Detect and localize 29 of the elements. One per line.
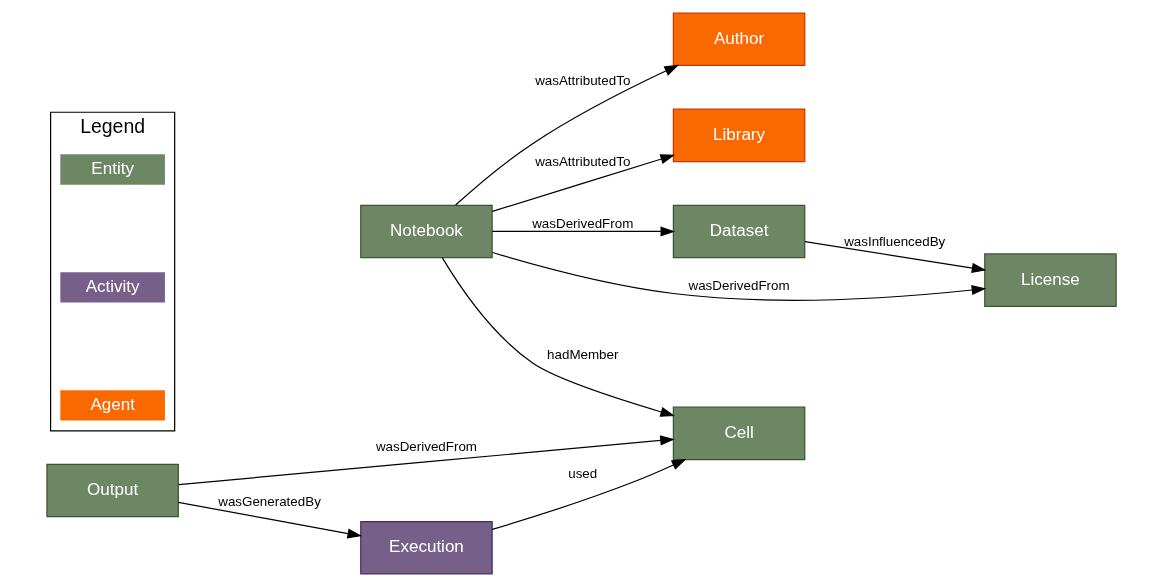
edge-label: used	[567, 466, 597, 482]
arrow	[454, 64, 679, 206]
arrow	[177, 435, 675, 486]
arrow	[491, 458, 686, 530]
legend-label: Agent	[89, 394, 135, 414]
edge-label: wasAttributedTo	[534, 73, 630, 89]
node-box: Cell	[672, 406, 805, 461]
edge-label: hadMember	[546, 346, 618, 362]
edge-label: wasGeneratedBy	[217, 494, 321, 510]
arrow	[491, 251, 986, 301]
arrow	[491, 154, 675, 213]
edge-label: wasDerivedFrom	[688, 277, 790, 293]
legend-label: Entity	[90, 158, 134, 178]
edge-label: wasAttributedTo	[534, 153, 630, 169]
legend-label: Activity	[85, 276, 140, 296]
edge-label: wasDerivedFrom	[531, 215, 633, 231]
edge-label: wasInfluencedBy	[843, 233, 945, 249]
arrow	[491, 226, 675, 237]
arrow	[177, 501, 362, 539]
node-box: Notebook	[359, 204, 493, 259]
node-box: Execution	[359, 520, 493, 575]
edge-label: wasDerivedFrom	[375, 439, 477, 455]
node-box: Dataset	[672, 204, 805, 259]
arrow	[441, 257, 675, 417]
node-box: License	[983, 253, 1117, 307]
node-box: Author	[672, 12, 805, 67]
node-box: Library	[672, 108, 805, 163]
arrow	[803, 241, 986, 273]
node-box: Output	[45, 463, 179, 518]
